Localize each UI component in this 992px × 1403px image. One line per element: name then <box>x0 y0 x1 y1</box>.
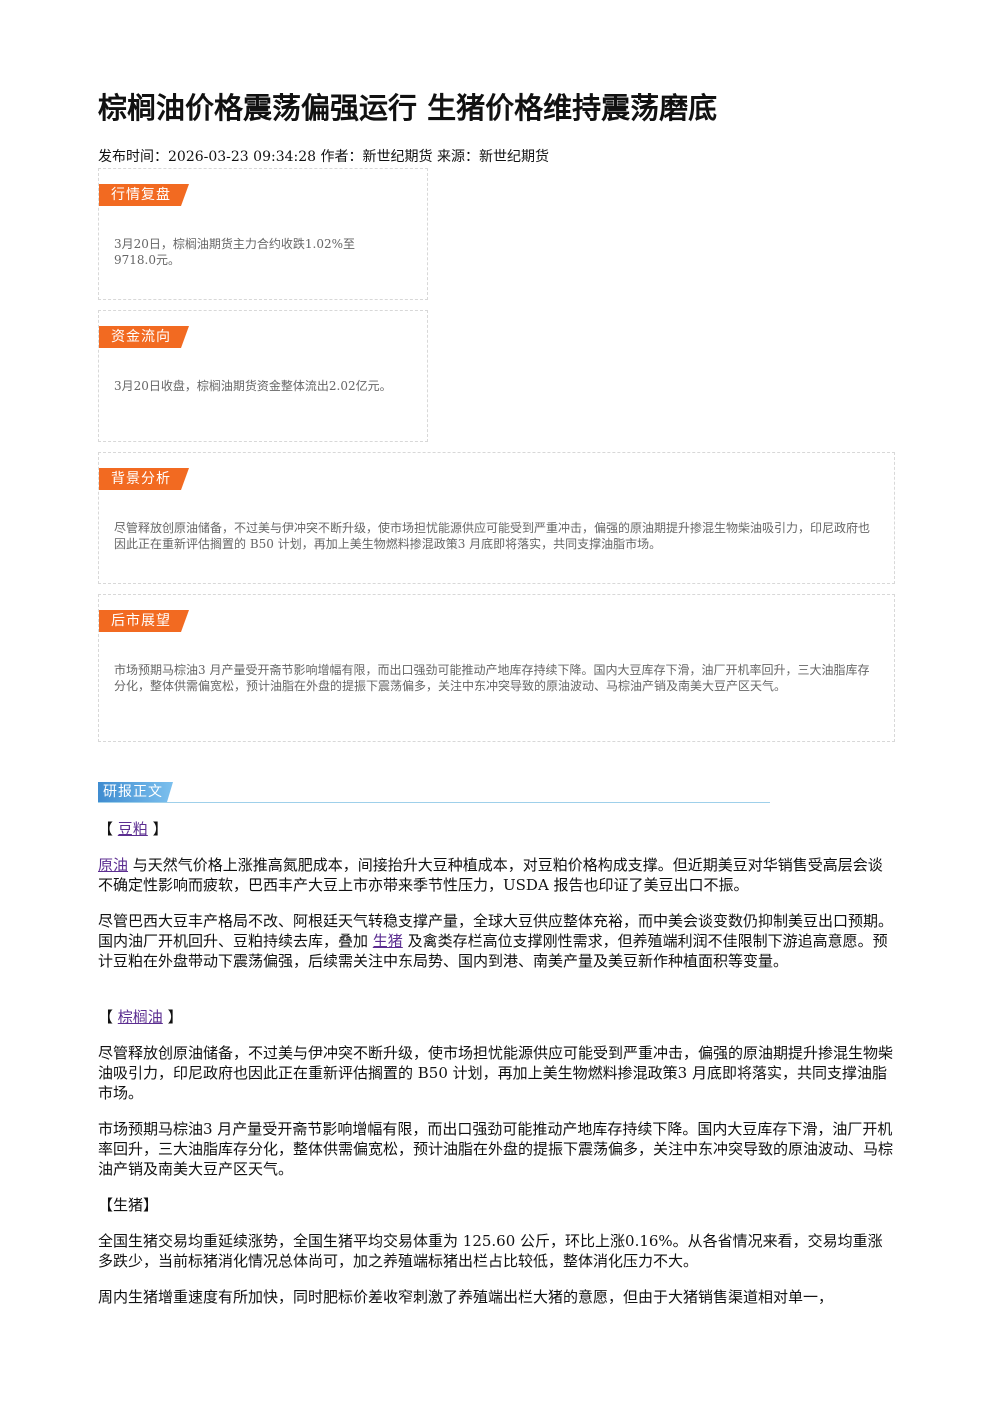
palm-paragraph-1: 尽管释放创原油储备，不过美与伊冲突不断升级，使市场担忧能源供应可能受到严重冲击，… <box>98 1044 894 1102</box>
card-market-review: 行情复盘 3月20日，棕榈油期货主力合约收跌1.02%至9718.0元。 <box>98 168 428 300</box>
report-section-label: 研报正文 <box>98 782 173 802</box>
soymeal-paragraph-1-text: 与天然气价格上涨推高氮肥成本，间接抬升大豆种植成本，对豆粕价格构成支撑。但近期美… <box>98 856 883 894</box>
palm-bracket-open: 【 <box>98 1008 114 1026</box>
card-outlook: 后市展望 市场预期马棕油3 月产量受开斋节影响增幅有限，而出口强劲可能推动产地库… <box>98 594 895 742</box>
soymeal-paragraph-1: 原油 与天然气价格上涨推高氮肥成本，间接抬升大豆种植成本，对豆粕价格构成支撑。但… <box>98 855 894 895</box>
card-tag-market-review: 行情复盘 <box>99 184 189 206</box>
page-title: 棕榈油价格震荡偏强运行 生猪价格维持震荡磨底 <box>98 91 718 125</box>
soymeal-paragraph-2-before: 尽管巴西大豆丰产格局不改、阿根廷天气转稳支撑产量，全球大豆供应整体充裕，而中美会… <box>98 912 894 950</box>
card-fund-flow: 资金流向 3月20日收盘，棕榈油期货资金整体流出2.02亿元。 <box>98 310 428 442</box>
card-text-fund-flow: 3月20日收盘，棕榈油期货资金整体流出2.02亿元。 <box>114 379 392 393</box>
card-text-background: 尽管释放创原油储备，不过美与伊冲突不断升级，使市场担忧能源供应可能受到严重冲击，… <box>114 521 871 551</box>
palm-oil-link[interactable]: 棕榈油 <box>117 1008 163 1026</box>
card-text-outlook: 市场预期马棕油3 月产量受开斋节影响增幅有限，而出口强劲可能推动产地库存持续下降… <box>114 663 870 693</box>
soymeal-heading: 【 豆粕 】 <box>98 819 168 839</box>
card-tag-background: 背景分析 <box>99 468 189 490</box>
soymeal-bracket-close: 】 <box>152 820 168 838</box>
hog-paragraph-2: 周内生猪增重速度有所加快，同时肥标价差收窄刺激了养殖端出栏大猪的意愿，但由于大猪… <box>98 1288 834 1306</box>
soymeal-bracket-open: 【 <box>98 820 114 838</box>
soymeal-paragraph-2: 尽管巴西大豆丰产格局不改、阿根廷天气转稳支撑产量，全球大豆供应整体充裕，而中美会… <box>98 911 894 971</box>
palm-paragraph-2: 市场预期马棕油3 月产量受开斋节影响增幅有限，而出口强劲可能推动产地库存持续下降… <box>98 1120 894 1178</box>
card-text-market-review: 3月20日，棕榈油期货主力合约收跌1.02%至9718.0元。 <box>114 237 356 267</box>
palm-heading: 【 棕榈油 】 <box>98 1007 183 1027</box>
hog-heading: 【生猪】 <box>98 1196 159 1214</box>
soymeal-paragraph-2-after: 及禽类存栏高位支撑刚性需求，但养殖端利润不佳限制下游追高意愿。预计豆粕在外盘带动… <box>98 932 888 970</box>
card-background: 背景分析 尽管释放创原油储备，不过美与伊冲突不断升级，使市场担忧能源供应可能受到… <box>98 452 895 584</box>
report-section-bar: 研报正文 <box>98 782 770 803</box>
soymeal-link[interactable]: 豆粕 <box>117 820 148 838</box>
hog-paragraph-1: 全国生猪交易均重延续涨势，全国生猪平均交易体重为 125.60 公斤，环比上涨0… <box>98 1232 883 1270</box>
hog-link[interactable]: 生猪 <box>372 932 403 950</box>
publish-meta: 发布时间：2026-03-23 09:34:28 作者：新世纪期货 来源：新世纪… <box>98 149 549 165</box>
card-tag-fund-flow: 资金流向 <box>99 326 189 348</box>
palm-bracket-close: 】 <box>167 1008 183 1026</box>
crude-oil-link[interactable]: 原油 <box>98 856 129 874</box>
card-tag-outlook: 后市展望 <box>99 610 189 632</box>
